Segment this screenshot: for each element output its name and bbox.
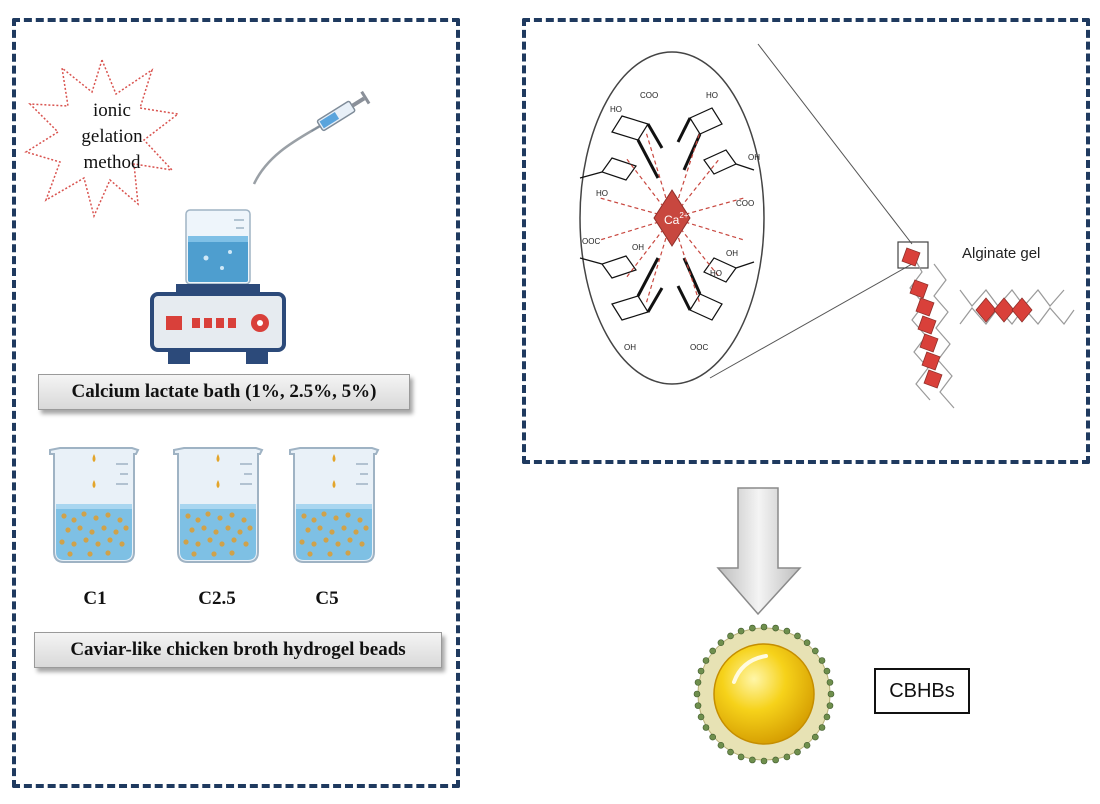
- beaker-label-c5: C5: [315, 588, 339, 609]
- bead-surface-dot: [823, 667, 831, 675]
- bead-surface-dot: [812, 647, 819, 655]
- bead-surface-dot: [823, 713, 831, 721]
- group-label: HO: [610, 105, 622, 114]
- group-label: OH: [624, 343, 636, 352]
- bead-surface-dot: [826, 679, 834, 686]
- bead-surface-dot: [803, 742, 811, 749]
- bead-surface-dot: [693, 690, 701, 698]
- burst-shape: [24, 57, 180, 219]
- magnetic-stirrer-icon: [150, 209, 286, 364]
- group-label: COO: [640, 91, 658, 100]
- bead-surface-dot: [783, 753, 791, 761]
- bead-surface-dot: [702, 657, 710, 664]
- alginate-gel-label: Alginate gel: [962, 245, 1040, 262]
- bead-surface-dot: [702, 724, 710, 731]
- bead-surface-dot: [737, 753, 745, 761]
- bead-surface-dot: [694, 702, 702, 709]
- right-panel: [522, 18, 1090, 464]
- group-label: OH: [632, 243, 644, 252]
- bead-surface-dot: [727, 632, 734, 640]
- ionic-gelation-burst: [24, 57, 180, 219]
- bead-surface-dot: [697, 713, 705, 721]
- bead-surface-dot: [727, 748, 734, 756]
- group-label: COO: [736, 199, 754, 208]
- bead-surface-dot: [749, 756, 756, 764]
- zoom-square: [897, 241, 929, 269]
- bead-surface-dot: [717, 639, 725, 646]
- beaker-c1-icon: [49, 447, 139, 563]
- bead-surface-dot: [760, 623, 768, 631]
- bead-surface-dot: [694, 679, 702, 686]
- bead-surface-dot: [772, 756, 779, 764]
- bead-surface-dot: [794, 748, 801, 756]
- calcium-ion-label: Ca2+: [664, 211, 689, 227]
- group-label: OOC: [582, 237, 600, 246]
- bead-surface-dot: [717, 742, 725, 749]
- bead-surface-dot: [812, 733, 819, 741]
- bead-surface-dot: [803, 639, 811, 646]
- down-arrow-icon: [716, 487, 802, 616]
- burst-label-line: method: [83, 152, 141, 173]
- cbhbs-label: CBHBs: [874, 668, 970, 714]
- burst-label-line: gelation: [81, 126, 143, 147]
- left-panel: [12, 18, 460, 788]
- upper-chains: [579, 107, 755, 181]
- bead-surface-dot: [783, 627, 791, 635]
- calcium-lactate-bath-label: Calcium lactate bath (1%, 2.5%, 5%): [38, 374, 410, 410]
- bead-surface-dot: [826, 702, 834, 709]
- alginate-structure-diagram: Ca2+ COO COO OOC OOC HO HO HO OH OH HO O…: [579, 43, 1075, 409]
- group-label: OH: [726, 249, 738, 258]
- burst-label-line: ionic: [93, 100, 131, 121]
- group-label: HO: [706, 91, 718, 100]
- hydrogel-beads-label: Caviar-like chicken broth hydrogel beads: [34, 632, 442, 668]
- beaker-label-c1: C1: [83, 588, 107, 609]
- burst-label: ionic gelation method: [62, 98, 162, 176]
- bead-surface-dot: [697, 667, 705, 675]
- bead-surface-dot: [749, 624, 756, 632]
- bead-surface-dot: [794, 632, 801, 640]
- bead-surface-dot: [827, 690, 835, 698]
- lower-chains: [579, 255, 755, 321]
- bead-surface-dot: [772, 624, 779, 632]
- alginate-gel-network: [901, 247, 1075, 409]
- beaker-c2-5-icon: [173, 447, 263, 563]
- group-label: OOC: [690, 343, 708, 352]
- group-label: HO: [710, 269, 722, 278]
- bead-surface-dot: [709, 733, 716, 741]
- beaker-c5-icon: [289, 447, 379, 563]
- syringe-icon: [252, 90, 371, 185]
- hydrogel-bead-icon: [693, 623, 835, 765]
- bead-surface-dot: [760, 757, 768, 765]
- group-label: HO: [596, 189, 608, 198]
- bead-surface-dot: [818, 724, 826, 731]
- group-label: OH: [748, 153, 760, 162]
- calcium-ion-diamond: [653, 189, 691, 247]
- bead-surface-dot: [709, 647, 716, 655]
- bead-surface-dot: [818, 657, 826, 664]
- beaker-label-c2-5: C2.5: [198, 588, 236, 609]
- bead-surface-dot: [737, 627, 745, 635]
